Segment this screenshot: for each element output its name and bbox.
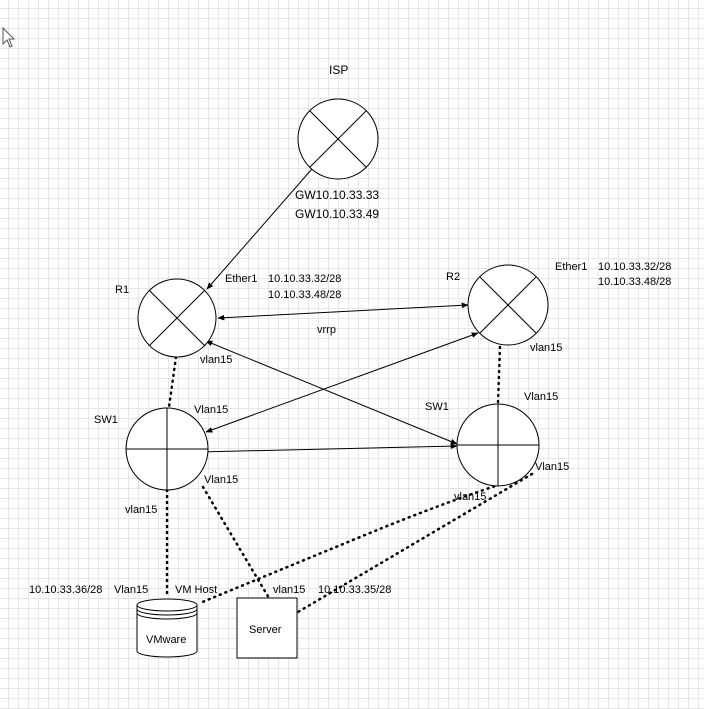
vmware-ip: 10.10.33.36/28 xyxy=(29,584,102,596)
server-box-icon[interactable] xyxy=(236,597,298,659)
dotted-link-r1-sw1-left[interactable] xyxy=(167,355,178,409)
mouse-pointer-icon xyxy=(2,26,16,48)
sw1-left-switch-icon[interactable] xyxy=(125,407,209,491)
vmware-vlan: Vlan15 xyxy=(114,584,148,596)
r2-vlan-label: vlan15 xyxy=(530,342,562,354)
r1-router-icon[interactable] xyxy=(137,278,217,358)
r2-ip-2: 10.10.33.48/28 xyxy=(598,276,671,288)
dotted-link-sw1-left-server[interactable] xyxy=(201,485,271,600)
vmware-storage-icon[interactable] xyxy=(136,598,198,658)
sw1-right-switch-icon[interactable] xyxy=(456,403,540,487)
sw1-left-label: SW1 xyxy=(94,414,118,426)
r1-ip-2: 10.10.33.48/28 xyxy=(268,289,341,301)
r2-label: R2 xyxy=(446,271,460,283)
r1-ip-1: 10.10.33.32/28 xyxy=(268,273,341,285)
sw1-left-vlan-bottom: Vlan15 xyxy=(204,474,238,486)
vmware-label: VMware xyxy=(146,634,186,646)
server-label: Server xyxy=(249,624,282,636)
vrrp-label: vrrp xyxy=(317,324,336,336)
dotted-link-sw1-right-vmware[interactable] xyxy=(198,477,519,605)
sw1-right-label: SW1 xyxy=(425,401,449,413)
r2-router-icon[interactable] xyxy=(467,264,549,346)
link-r1-sw1-right[interactable] xyxy=(205,340,458,445)
server-ip: 10.10.33.35/28 xyxy=(318,584,391,596)
vmware-host-label: VM Host xyxy=(175,584,217,596)
isp-gateway-2: GW10.10.33.49 xyxy=(295,207,379,221)
sw1-right-vlan-down: vlan15 xyxy=(454,491,486,503)
r2-ip-1: 10.10.33.32/28 xyxy=(598,261,671,273)
link-r1-r2[interactable] xyxy=(217,302,469,321)
r1-port-label: Ether1 xyxy=(225,273,257,285)
r1-label: R1 xyxy=(115,284,129,296)
link-isp-r1[interactable] xyxy=(206,161,319,290)
sw1-right-vlan-side: Vlan15 xyxy=(535,461,569,473)
isp-router-icon[interactable] xyxy=(297,98,379,180)
sw1-left-vlan-top: Vlan15 xyxy=(194,404,228,416)
sw1-left-vlan-down: vlan15 xyxy=(125,504,157,516)
r1-vlan-label: vlan15 xyxy=(200,354,232,366)
isp-gateway-1: GW10.10.33.33 xyxy=(295,188,379,202)
isp-label: ISP xyxy=(329,63,348,77)
sw1-right-vlan-top: Vlan15 xyxy=(524,391,558,403)
server-vlan: vlan15 xyxy=(273,584,305,596)
link-r2-sw1-left[interactable] xyxy=(205,332,479,433)
dotted-link-r2-sw1-right[interactable] xyxy=(496,345,502,405)
r2-port-label: Ether1 xyxy=(555,261,587,273)
link-sw1-sw1[interactable] xyxy=(197,443,458,455)
